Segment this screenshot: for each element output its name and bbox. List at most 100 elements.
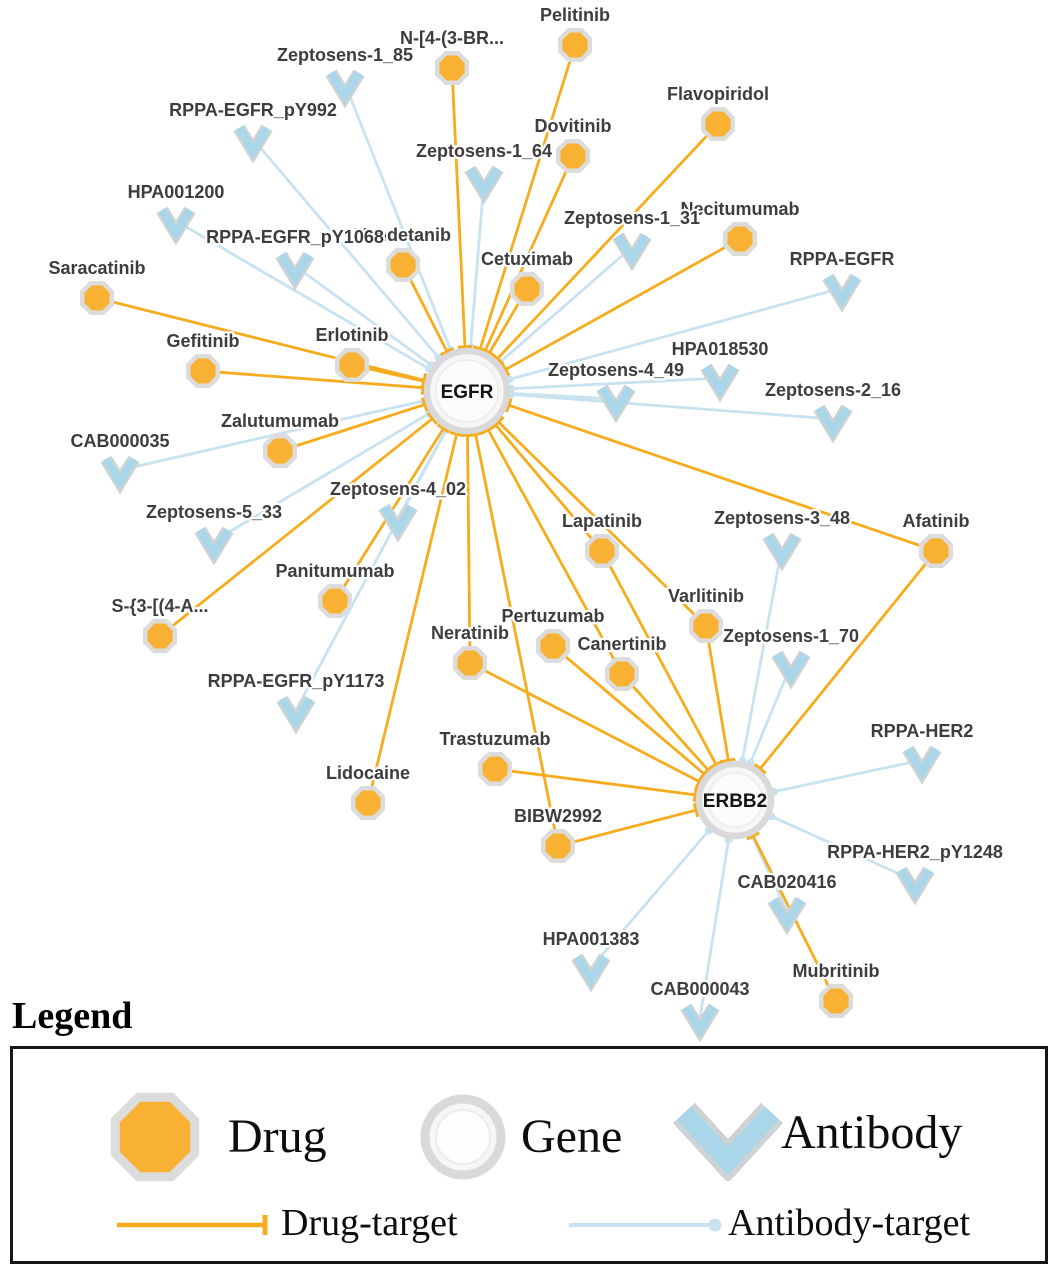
drug-node-label: Dovitinib [535, 116, 612, 136]
drug-edge-tee [482, 348, 497, 359]
drug-node [79, 280, 115, 316]
antibody-node [680, 1003, 720, 1043]
drug-node-label: Gefitinib [167, 331, 240, 351]
antibody-node-label: HPA018530 [672, 339, 769, 359]
drug-edge-tee [694, 774, 705, 789]
antibody-node [813, 404, 853, 444]
drug-edge [450, 67, 467, 348]
drug-edge [497, 420, 707, 627]
drug-edge [759, 550, 938, 770]
drug-edge-tee [701, 764, 715, 777]
gene-nodes: EGFR ERBB2 [423, 347, 775, 840]
gene-node-egfr: EGFR [423, 347, 511, 435]
antibody-node [325, 69, 365, 109]
legend-drug-target-label: Drug-target [281, 1202, 458, 1244]
antibody-node [276, 695, 316, 735]
drug-node-label: Lapatinib [562, 511, 642, 531]
drug-edge-tee [436, 423, 451, 434]
antibody-node-label: RPPA-HER2_pY1248 [827, 842, 1003, 862]
drug-node [688, 608, 724, 644]
drug-node [262, 433, 298, 469]
drug-node [142, 618, 178, 654]
legend-box: Drug Gene Antibody Drug-target Antibody-… [10, 1046, 1048, 1264]
drug-node [540, 828, 576, 864]
antibody-node-label: CAB000035 [70, 431, 169, 451]
antibody-node [612, 232, 652, 272]
antibody-edge [294, 429, 448, 711]
drug-edge-tee [492, 415, 505, 429]
drug-node [350, 785, 386, 821]
drug-node [604, 656, 640, 692]
drug-node-label: Canertinib [577, 634, 666, 654]
drug-edge-tee [692, 787, 698, 803]
antibody-node [822, 273, 862, 313]
antibody-node-label: CAB000043 [650, 979, 749, 999]
drug-edge [557, 808, 697, 848]
drug-edge [483, 155, 575, 352]
antibody-edge [510, 376, 721, 391]
antibody-node-label: RPPA-EGFR_pY1173 [208, 671, 385, 691]
drug-node-label: Pertuzumab [501, 606, 604, 626]
antibody-edge [175, 219, 430, 371]
antibody-node [596, 384, 636, 424]
drug-node-label: N-[4-(3-BR... [400, 28, 504, 48]
drug-node-label: Necitumumab [680, 199, 799, 219]
antibody-node-label: CAB020416 [737, 872, 836, 892]
drug-edge [504, 237, 741, 371]
antibody-node [762, 532, 802, 572]
drug-edge-tee [421, 397, 429, 412]
antibody-edge [698, 839, 731, 1019]
drug-node-label: Erlotinib [316, 325, 389, 345]
legend-antibody-target-line [569, 1218, 722, 1232]
drug-edge [494, 423, 604, 552]
legend-drug-label: Drug [228, 1110, 327, 1163]
drug-node-label: Varlitinib [668, 586, 744, 606]
drug-node-label: Zalutumumab [221, 411, 339, 431]
drug-edge [620, 673, 710, 772]
gene-label: EGFR [441, 382, 494, 403]
drug-node [722, 221, 758, 257]
drug-node [452, 645, 488, 681]
antibody-edge [469, 179, 486, 348]
antibody-edge [740, 546, 784, 761]
antibody-node [767, 896, 807, 936]
drug-edge [96, 296, 425, 382]
drug-node [584, 533, 620, 569]
antibody-node-label: Zeptosens-4_02 [330, 479, 466, 499]
drug-edge-tee [692, 802, 700, 818]
antibody-node [233, 124, 273, 164]
antibody-node-label: RPPA-EGFR_pY1068 [206, 227, 384, 247]
antibody-node-label: RPPA-EGFR [790, 249, 895, 269]
antibody-node-label: HPA001383 [543, 929, 640, 949]
antibody-node-label: Zeptosens-3_48 [714, 508, 850, 528]
drug-node-label: Pelitinib [540, 5, 610, 25]
drug-node [477, 751, 513, 787]
antibody-edge [499, 245, 633, 364]
drug-edge [494, 767, 696, 797]
drug-edge-tee [468, 431, 483, 438]
drug-edge-tee [449, 430, 464, 438]
drug-node-label: Lidocaine [326, 763, 410, 783]
drug-edge [478, 44, 577, 350]
antibody-node-label: Zeptosens-1_64 [416, 141, 552, 161]
antibody-node-label: Zeptosens-2_16 [765, 380, 901, 400]
antibody-node [902, 745, 942, 785]
antibody-node [771, 650, 811, 690]
antibody-node [156, 206, 196, 246]
legend-antibody-label: Antibody [781, 1106, 963, 1159]
antibody-node-label: RPPA-EGFR_pY992 [169, 100, 337, 120]
drug-edge [600, 550, 718, 766]
gene-node-erbb2: ERBB2 [695, 760, 775, 840]
drug-edge-tee [504, 398, 513, 413]
antibody-edge [750, 835, 789, 912]
drug-edge [704, 625, 730, 761]
drug-edge-tee [457, 345, 473, 350]
drug-edge-tee [500, 362, 511, 377]
node-labels: PelitinibN-[4-(3-BR...FlavopiridolDoviti… [46, 3, 1005, 1002]
drug-edge [496, 123, 720, 360]
antibody-node-label: RPPA-HER2 [871, 721, 974, 741]
drug-node [334, 347, 370, 383]
drug-edge-tee [440, 347, 455, 357]
